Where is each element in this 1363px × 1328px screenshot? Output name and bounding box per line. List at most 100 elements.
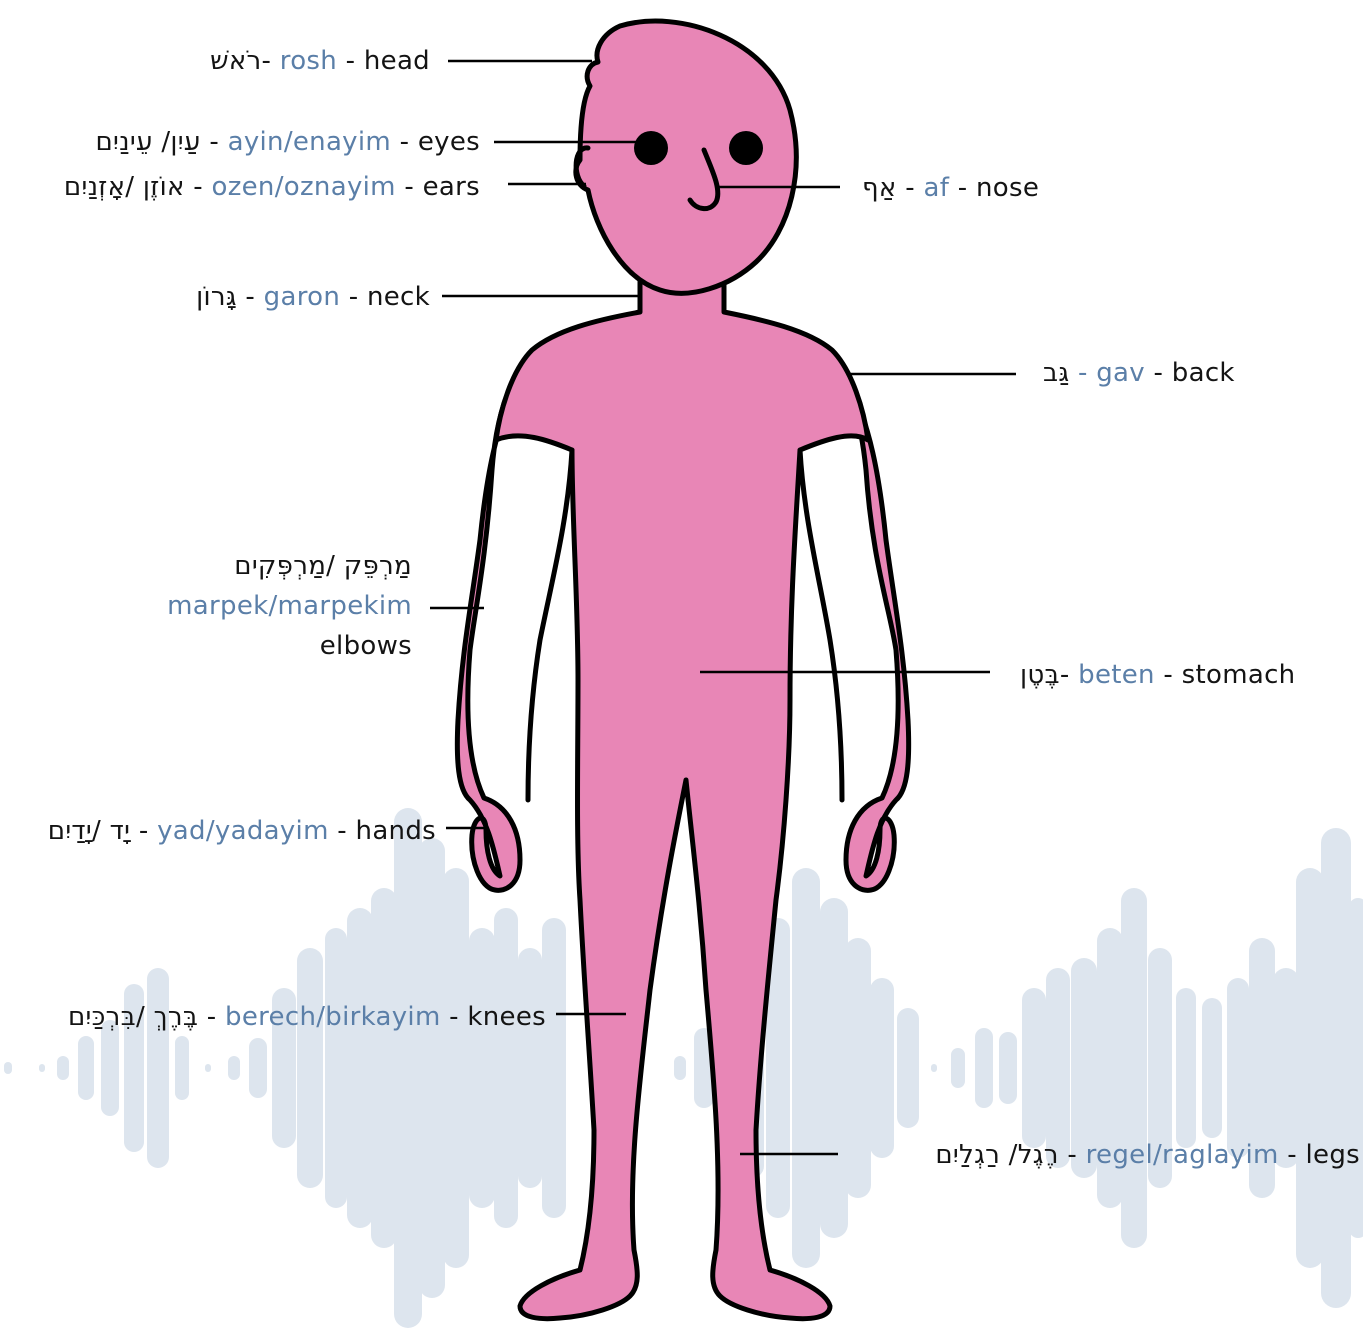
wave-bar bbox=[494, 908, 518, 1228]
label-hands: יָד /יָדַיִם - yad/yadayim - hands bbox=[0, 816, 436, 846]
wave-bar bbox=[1321, 828, 1351, 1308]
hebrew-term: גָּרוֹן bbox=[196, 282, 237, 312]
hebrew-term: יָד /יָדַיִם bbox=[48, 816, 131, 846]
wave-bar bbox=[870, 978, 894, 1158]
wave-bar bbox=[78, 1036, 94, 1100]
wave-bar bbox=[419, 838, 445, 1298]
wave-bar bbox=[469, 928, 495, 1208]
english-term: legs bbox=[1306, 1140, 1360, 1170]
wave-bar bbox=[674, 1056, 686, 1080]
english-term: knees bbox=[467, 1002, 546, 1032]
english-term: head bbox=[364, 46, 430, 76]
transliteration: beten bbox=[1078, 660, 1155, 690]
hebrew-term: בֶּרֶךְ /בִּרְכַּיִם bbox=[68, 1002, 198, 1032]
wave-bar bbox=[1349, 898, 1363, 1238]
separator: - bbox=[1060, 660, 1070, 690]
right-eye bbox=[729, 131, 763, 165]
wave-bar bbox=[394, 808, 422, 1328]
transliteration: regel/raglayim bbox=[1086, 1140, 1279, 1170]
wave-bar bbox=[951, 1048, 965, 1088]
transliteration: yad/yadayim bbox=[157, 816, 329, 846]
english-term: elbows bbox=[130, 626, 412, 666]
wave-bar bbox=[297, 948, 323, 1188]
wave-bar bbox=[147, 968, 169, 1168]
separator: - bbox=[207, 1002, 217, 1032]
wave-bar bbox=[57, 1056, 69, 1080]
transliteration: gav bbox=[1096, 358, 1145, 388]
wave-bar bbox=[175, 1036, 189, 1100]
transliteration: ozen/oznayim bbox=[211, 172, 395, 202]
english-term: nose bbox=[976, 173, 1039, 203]
wave-bar bbox=[897, 1008, 919, 1128]
english-term: ears bbox=[423, 172, 480, 202]
separator: - bbox=[262, 46, 272, 76]
english-term: stomach bbox=[1182, 660, 1296, 690]
separator: - bbox=[1067, 1140, 1077, 1170]
english-term: back bbox=[1172, 358, 1235, 388]
hebrew-term: רֹאשׁ bbox=[210, 46, 261, 76]
label-nose: אַף - af - nose bbox=[862, 173, 1039, 203]
separator: - bbox=[958, 173, 968, 203]
wave-bar bbox=[325, 928, 347, 1208]
transliteration: ayin/enayim bbox=[228, 127, 391, 157]
hebrew-term: אוֹזֶן /אָזְנַיִם bbox=[64, 172, 185, 202]
transliteration: marpek/marpekim bbox=[130, 586, 412, 626]
wave-bar bbox=[1273, 968, 1299, 1168]
wave-bar bbox=[39, 1064, 45, 1072]
wave-bar bbox=[371, 888, 397, 1248]
separator: - bbox=[346, 46, 356, 76]
wave-bar bbox=[101, 1020, 119, 1116]
separator: - bbox=[139, 816, 149, 846]
wave-bar bbox=[228, 1056, 240, 1080]
separator: - bbox=[905, 173, 915, 203]
separator: - bbox=[1154, 358, 1164, 388]
wave-bar bbox=[1296, 868, 1324, 1268]
separator: - bbox=[349, 282, 359, 312]
wave-bar bbox=[931, 1064, 937, 1072]
label-elbows: מַרְפֵּק /מַרְפְּקִים marpek/marpekim el… bbox=[130, 546, 412, 666]
separator: - bbox=[245, 282, 255, 312]
label-eyes: עַיִן/ עֵינַיִם - ayin/enayim - eyes bbox=[20, 127, 480, 157]
wave-bar bbox=[1121, 888, 1147, 1248]
wave-bar bbox=[542, 918, 566, 1218]
separator: - bbox=[209, 127, 219, 157]
transliteration: rosh bbox=[280, 46, 337, 76]
wave-bar bbox=[4, 1062, 12, 1074]
wave-bar bbox=[792, 868, 820, 1268]
label-head: רֹאשׁ- rosh - head bbox=[150, 46, 430, 76]
wave-bar bbox=[1202, 998, 1222, 1138]
separator: - bbox=[1078, 358, 1088, 388]
separator: - bbox=[1287, 1140, 1297, 1170]
hebrew-term: רֶגֶל/ רַגְלַיִם bbox=[935, 1140, 1058, 1170]
wave-bar bbox=[999, 1032, 1017, 1104]
right-arm-inner-line bbox=[800, 450, 842, 800]
hebrew-term: מַרְפֵּק /מַרְפְּקִים bbox=[130, 546, 412, 586]
label-back: גַּב - gav - back bbox=[1043, 358, 1235, 388]
wave-bar bbox=[975, 1028, 993, 1108]
soundwave-background bbox=[4, 808, 1363, 1328]
separator: - bbox=[400, 127, 410, 157]
wave-bar bbox=[249, 1038, 267, 1098]
wave-bar bbox=[1176, 988, 1196, 1148]
hebrew-term: עַיִן/ עֵינַיִם bbox=[95, 127, 200, 157]
label-knees: בֶּרֶךְ /בִּרְכַּיִם - berech/birkayim -… bbox=[0, 1002, 546, 1032]
separator: - bbox=[1163, 660, 1173, 690]
wave-bar bbox=[518, 948, 542, 1188]
label-neck: גָּרוֹן - garon - neck bbox=[100, 282, 430, 312]
label-legs: רֶגֶל/ רַגְלַיִם - regel/raglayim - legs bbox=[850, 1140, 1360, 1170]
wave-bar bbox=[820, 898, 848, 1238]
separator: - bbox=[193, 172, 203, 202]
english-term: neck bbox=[367, 282, 430, 312]
wave-bar bbox=[443, 868, 469, 1268]
label-stomach: בֶּטֶן- beten - stomach bbox=[1020, 660, 1295, 690]
left-eye bbox=[634, 131, 668, 165]
hebrew-term: בֶּטֶן bbox=[1020, 660, 1060, 690]
head bbox=[576, 21, 796, 293]
hebrew-term: גַּב bbox=[1043, 358, 1069, 388]
hebrew-term: אַף bbox=[862, 173, 897, 203]
wave-bar bbox=[205, 1064, 211, 1072]
left-arm-inner-line bbox=[528, 450, 572, 800]
label-ears: אוֹזֶן /אָזְנַיִם - ozen/oznayim - ears bbox=[0, 172, 480, 202]
separator: - bbox=[337, 816, 347, 846]
